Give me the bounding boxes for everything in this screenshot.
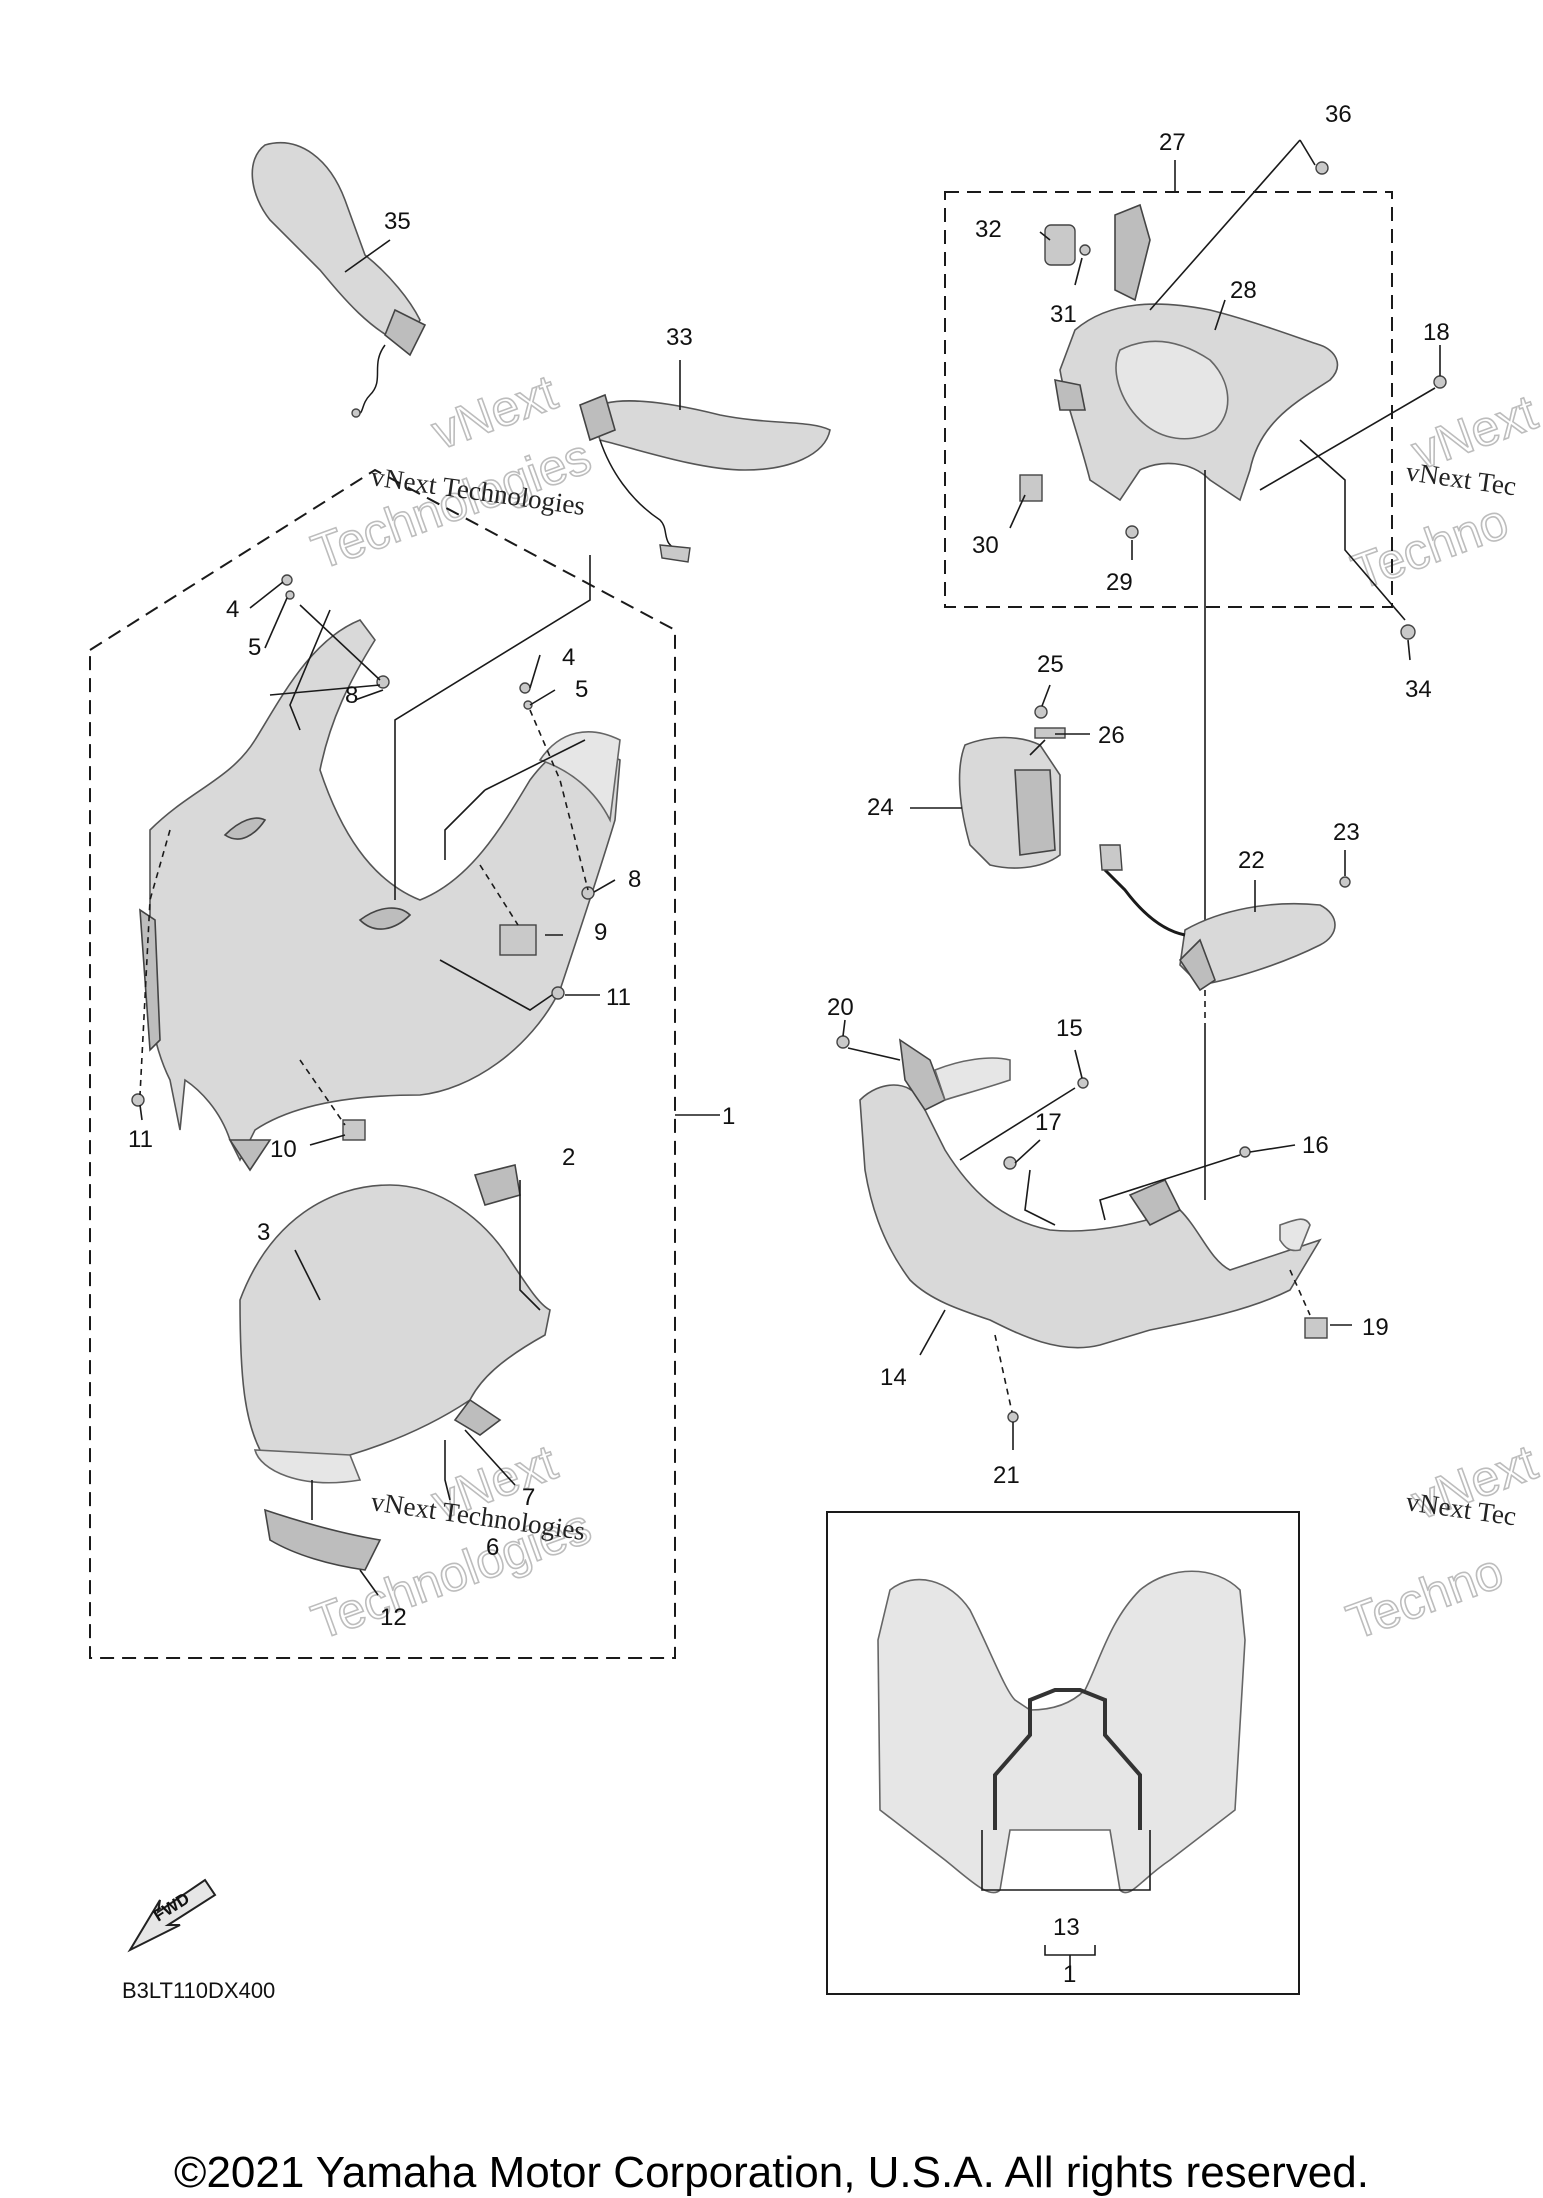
fastener-26 <box>1034 727 1066 739</box>
fastener-30 <box>1019 474 1043 502</box>
copyright-text: ©2021 Yamaha Motor Corporation, U.S.A. A… <box>174 2148 1369 2197</box>
callout-label: 10 <box>270 1136 297 1163</box>
callout-label: 18 <box>1423 319 1450 346</box>
leader-line <box>1041 684 1051 707</box>
fastener-15 <box>1077 1077 1089 1089</box>
callout-label: 2 <box>562 1144 575 1171</box>
fastener-16 <box>1239 1146 1251 1158</box>
meter-part <box>958 736 1061 869</box>
callout-label: 1 <box>1063 1961 1076 1988</box>
fastener-19 <box>1304 1317 1328 1339</box>
callout-label: 8 <box>345 682 358 709</box>
windshield-part <box>239 1164 551 1484</box>
callout-label: 6 <box>486 1534 499 1561</box>
fastener-23 <box>1339 876 1351 888</box>
decal-part <box>877 1570 1246 1894</box>
watermark-text: vNext Tec <box>1404 456 1518 501</box>
callout-label: 36 <box>1325 101 1352 128</box>
callout-label: 4 <box>562 644 575 671</box>
fastener-34 <box>1400 624 1416 640</box>
callout-label: 5 <box>575 676 588 703</box>
headlight-part <box>1099 844 1336 992</box>
callout-label: 7 <box>522 1484 535 1511</box>
leader-line <box>519 1180 541 1311</box>
callout-label: 29 <box>1106 569 1133 596</box>
callout-label: 32 <box>975 216 1002 243</box>
callout-label: 20 <box>827 994 854 1021</box>
fastener-18 <box>1433 375 1447 389</box>
fastener-25 <box>1034 705 1048 719</box>
callout-label: 22 <box>1238 847 1265 874</box>
callout-label: 9 <box>594 919 607 946</box>
fastener-29 <box>1125 525 1139 539</box>
callout-label: 1 <box>722 1103 735 1130</box>
upper-cowling-part <box>139 619 621 1172</box>
callout-label: 25 <box>1037 651 1064 678</box>
callout-label: 19 <box>1362 1314 1389 1341</box>
fastener-17 <box>1003 1156 1017 1170</box>
leader-group-right-top <box>1009 139 1441 960</box>
callout-label: 27 <box>1159 129 1186 156</box>
callout-label: 17 <box>1035 1109 1062 1136</box>
callout-label: 12 <box>380 1604 407 1631</box>
callout-label: 26 <box>1098 722 1125 749</box>
callout-label: 24 <box>867 794 894 821</box>
leader-line <box>1044 1945 1096 1956</box>
callout-label: 13 <box>1053 1914 1080 1941</box>
fastener-36 <box>1315 161 1329 175</box>
callout-label: 5 <box>248 634 261 661</box>
callout-group: 1 1 2 3 4 4 5 5 6 7 8 8 9 10 11 11 12 13… <box>128 101 1450 1988</box>
fastener-20 <box>836 1035 850 1049</box>
leader-line <box>344 239 391 273</box>
visor-part <box>263 1508 382 1571</box>
callout-label: 11 <box>128 1126 153 1153</box>
callout-label: 4 <box>226 596 239 623</box>
leader-group-upper <box>139 555 616 1146</box>
meter-bracket-part <box>1054 203 1339 502</box>
callout-label: 21 <box>993 1462 1020 1489</box>
callout-label: 11 <box>606 984 631 1011</box>
fastener-31 <box>1079 244 1091 256</box>
decal-box <box>826 1511 1300 1995</box>
assembly-boundary-right <box>944 191 1393 608</box>
callout-label: 30 <box>972 532 999 559</box>
callout-label: 15 <box>1056 1015 1083 1042</box>
leader-line <box>294 1249 321 1301</box>
fastener-32 <box>1044 224 1076 266</box>
callout-label: 28 <box>1230 277 1257 304</box>
callout-label: 35 <box>384 208 411 235</box>
callout-label: 33 <box>666 324 693 351</box>
watermark-text: Techno <box>1345 493 1516 601</box>
callout-label: 23 <box>1333 819 1360 846</box>
fastener-21 <box>1007 1411 1019 1423</box>
leader-line <box>444 1440 451 1501</box>
fasteners-group <box>131 574 595 1141</box>
leader-group-right-mid <box>842 1019 1352 1450</box>
leader-line <box>359 1569 379 1596</box>
leader-line <box>981 1830 1151 1891</box>
callout-label: 34 <box>1405 676 1432 703</box>
fwd-arrow-icon: FWD <box>127 1878 217 1953</box>
callout-label: 3 <box>257 1219 270 1246</box>
callout-label: 31 <box>1050 301 1077 328</box>
flasher-light-part <box>579 393 831 563</box>
leader-line <box>464 1429 516 1486</box>
mirror-stay-part <box>251 142 427 418</box>
watermark-text: Techno <box>1340 1543 1511 1651</box>
leader-line <box>1029 739 1046 756</box>
callout-label: 16 <box>1302 1132 1329 1159</box>
diagram-code: B3LT110DX400 <box>122 1978 275 2003</box>
callout-label: 8 <box>628 866 641 893</box>
callout-label: 14 <box>880 1364 907 1391</box>
front-stay-part <box>859 1038 1322 1349</box>
assembly-boundary-left <box>89 468 676 1659</box>
